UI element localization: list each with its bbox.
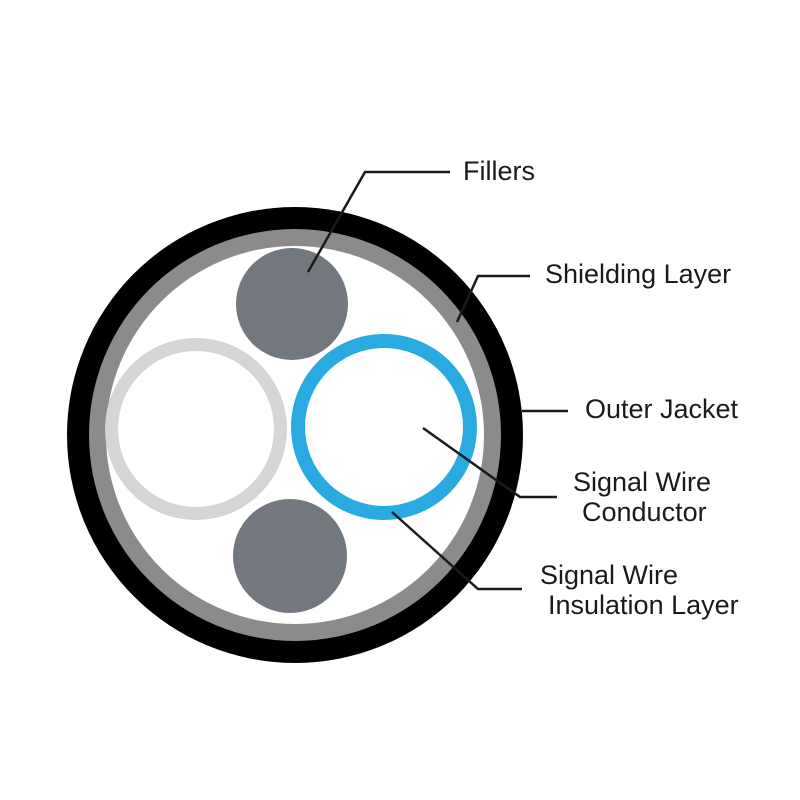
label-fillers: Fillers (463, 156, 535, 186)
label-signal-wire-conductor-line2: Conductor (582, 497, 707, 527)
signal-wire-conductor-leader-line (422, 426, 557, 499)
filler-bottom-circle (233, 499, 347, 613)
fillers-leader-line (306, 170, 450, 273)
label-shielding-layer: Shielding Layer (545, 259, 731, 289)
label-outer-jacket: Outer Jacket (585, 394, 739, 424)
label-signal-wire-insulation-line2: Insulation Layer (548, 590, 739, 620)
white-wire-conductor (118, 351, 274, 507)
signal-wire-conductor (305, 348, 463, 506)
filler-top-circle (236, 248, 348, 360)
shielding-layer-leader-line (455, 274, 530, 323)
signal-wire-insulation-leader-line (391, 511, 522, 591)
label-signal-wire-conductor-line1: Signal Wire (573, 467, 711, 497)
label-signal-wire-insulation-line1: Signal Wire (540, 560, 678, 590)
